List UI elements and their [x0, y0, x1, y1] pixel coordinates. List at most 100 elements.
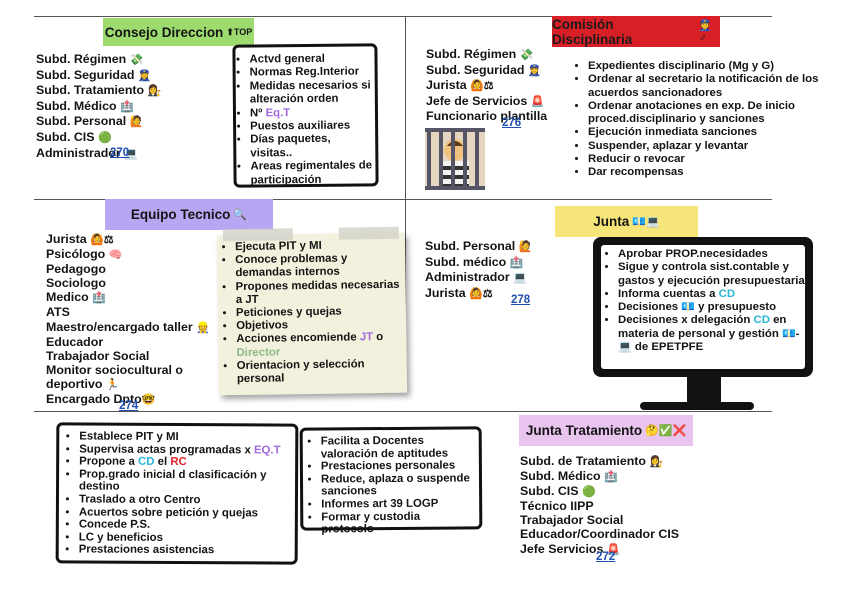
judge-icon: 👩‍⚖️ [649, 456, 663, 468]
list-item: Actvd general [249, 52, 372, 66]
list-item: Jurista 🙆⚖ [426, 78, 547, 94]
hospital-icon: 🏥 [120, 101, 134, 113]
equipo-title-text: Equipo Tecnico [131, 207, 231, 222]
list-item: Subd. Médico 🏥 [520, 469, 679, 484]
list-item: Traslado a otro Centro [79, 493, 291, 507]
list-item: Subd. Régimen 💸 [36, 52, 161, 68]
comision-title: Comisión Disciplinaria 👮♂ [552, 16, 720, 47]
list-item: Reduce, aplaza o suspende sanciones [321, 472, 475, 498]
list-item: Subd. CIS 🟢 [520, 484, 679, 499]
list-item: Jefe de Servicios 🚨 [426, 94, 547, 110]
judge-icon: 👩‍⚖️ [148, 85, 162, 97]
monitor-base [640, 402, 754, 410]
equipo-functions-note: Ejecuta PIT y MI Conoce problemas y dema… [217, 233, 407, 396]
list-item: Acciones encomiende JT o Director [236, 331, 402, 360]
list-item: Subd. Tratamiento 👩‍⚖️ [36, 83, 161, 99]
junta-trat-members: Subd. de Tratamiento 👩‍⚖️ Subd. Médico 🏥… [520, 454, 679, 557]
worker-icon: 👷 [196, 322, 210, 334]
prisoner-jail-icon [425, 128, 485, 190]
monitor-stand [687, 377, 721, 405]
list-item: Facilita a Docentes valoración de aptitu… [321, 434, 475, 460]
list-item: Normas Reg.Interior [250, 66, 373, 80]
brain-icon: 🧠 [109, 249, 123, 261]
junta-trat-title-text: Junta Tratamiento [526, 423, 642, 438]
police-male-icon: 👮♂ [698, 19, 720, 44]
list-item: Subd. Personal 🙋 [425, 239, 532, 255]
list-item: Funcionario plantilla [426, 109, 547, 124]
thinking-check-cross-icon: 🤔✅❌ [645, 424, 686, 437]
list-item: Ordenar al secretario la notificación de… [588, 73, 820, 100]
police-icon: 👮‍♀️ [528, 65, 542, 77]
eqt-highlight: EQ.T [254, 444, 281, 456]
equipo-functions: Ejecuta PIT y MI Conoce problemas y dema… [221, 239, 403, 387]
police-icon: 👮‍♀️ [138, 70, 152, 82]
list-item: Subd. médico 🏥 [425, 255, 532, 271]
list-item: Supervisa actas programadas x EQ.T [79, 443, 291, 457]
list-item: LC y beneficios [79, 531, 291, 545]
junta-title-text: Junta [593, 214, 629, 229]
siren-icon: 🚨 [531, 96, 545, 108]
junta-trat-ref-link[interactable]: 272 [596, 551, 615, 563]
list-item: Educador [46, 335, 210, 349]
list-item: Informes art 39 LOGP [321, 497, 475, 511]
green-circle-icon: 🟢 [98, 132, 112, 144]
list-item: Ordenar anotaciones en exp. De inicio pr… [588, 100, 820, 127]
consejo-ref-link[interactable]: 270 [110, 147, 129, 159]
lower-divider [34, 411, 772, 412]
list-item: Monitor sociocultural o deportivo 🏃 [46, 363, 196, 392]
junta-trat-functions-right: Facilita a Docentes valoración de aptitu… [307, 434, 476, 536]
list-item: Informa cuentas a CD [618, 288, 814, 301]
list-item: Sociologo [46, 276, 210, 290]
list-item: Subd. Seguridad 👮‍♀️ [426, 63, 547, 79]
list-item: Subd. Seguridad 👮‍♀️ [36, 68, 161, 84]
consejo-title-text: Consejo Direccion [105, 25, 224, 40]
computer-icon: 💻 [513, 272, 527, 284]
junta-title: Junta 💶💻 [555, 206, 698, 237]
cd-highlight: CD [719, 288, 735, 300]
comision-ref-link[interactable]: 276 [502, 117, 521, 129]
raising-hand-icon: 🙋 [519, 241, 533, 253]
list-item: Psicólogo 🧠 [46, 247, 210, 262]
green-circle-icon: 🟢 [582, 486, 596, 498]
rc-highlight: RC [170, 456, 187, 468]
list-item: Concede P.S. [79, 519, 291, 533]
jt-highlight: JT [360, 332, 373, 344]
magnifier-icon: 🔍 [233, 208, 247, 221]
list-item: Conoce problemas y demandas internos [235, 252, 401, 281]
list-item: Subd. Régimen 💸 [426, 47, 547, 63]
hospital-icon: 🏥 [604, 471, 618, 483]
list-item: Días paquetes, visitas.. [250, 133, 373, 161]
list-item: Propones medidas necesarias a JT [236, 278, 402, 307]
consejo-functions: Actvd general Normas Reg.Interior Medida… [235, 52, 373, 187]
director-highlight: Director [236, 346, 280, 359]
equipo-ref-link[interactable]: 274 [119, 400, 138, 412]
money-icon: 💶 [681, 301, 695, 313]
scales-icon: 🙆⚖ [469, 288, 493, 300]
list-item: Dar recompensas [588, 166, 820, 179]
list-item: Prestaciones personales [321, 460, 475, 474]
scales-icon: 🙆⚖ [90, 234, 114, 246]
list-item: Puestos auxiliares [250, 119, 373, 133]
hospital-icon: 🏥 [510, 257, 524, 269]
list-item: Trabajador Social [46, 349, 210, 363]
eqt-highlight: Eq.T [265, 107, 290, 119]
junta-ref-link[interactable]: 278 [511, 294, 530, 306]
hospital-icon: 🏥 [92, 292, 106, 304]
money-computer-icon: 💶💻 [632, 215, 659, 228]
money-icon: 💶- [782, 328, 799, 340]
equipo-title: Equipo Tecnico 🔍 [105, 199, 273, 230]
money-icon: 💸 [130, 54, 144, 66]
list-item: Subd. Médico 🏥 [36, 99, 161, 115]
junta-functions: Aprobar PROP.necesidades Sigue y control… [604, 248, 814, 354]
raising-hand-icon: 🙋 [130, 116, 144, 128]
junta-members: Subd. Personal 🙋 Subd. médico 🏥 Administ… [425, 239, 532, 301]
list-item: Decisiones 💶 y presupuesto [618, 301, 814, 314]
list-item: Prop.grado inicial d clasificación y des… [79, 468, 291, 494]
note-tape [223, 228, 293, 241]
comision-functions: Expedientes disciplinario (Mg y G) Orden… [574, 60, 820, 180]
list-item: Subd. CIS 🟢 [36, 130, 161, 146]
consejo-members: Subd. Régimen 💸 Subd. Seguridad 👮‍♀️ Sub… [36, 52, 161, 161]
list-item: ATS [46, 305, 210, 319]
list-item: Acuertos sobre petición y quejas [79, 506, 291, 520]
runner-icon: 🏃 [106, 379, 120, 391]
